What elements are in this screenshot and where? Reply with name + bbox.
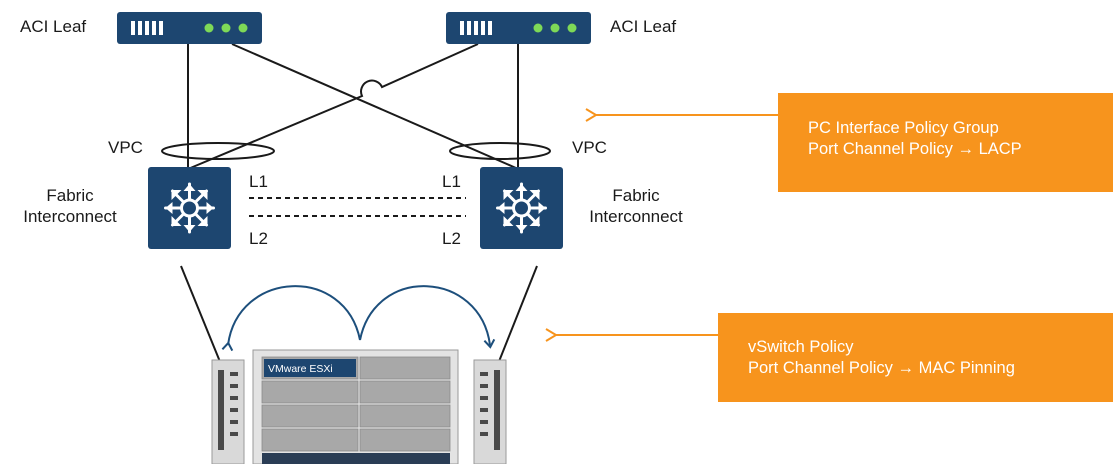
link-l1-right-label: L1 <box>442 172 461 191</box>
fi-left-line2: Interconnect <box>23 207 117 226</box>
fi-right-line2: Interconnect <box>589 207 683 226</box>
vpc-ellipse-right <box>449 142 551 160</box>
vpc-ellipse-left <box>161 142 275 160</box>
server-chassis <box>211 349 507 464</box>
fi-left-line1: Fabric <box>46 186 94 205</box>
fabric-interconnect-label-right: Fabric Interconnect <box>568 185 704 227</box>
vpc-label-left: VPC <box>108 138 143 157</box>
fabric-interconnect-left <box>148 167 231 249</box>
fabric-interconnect-label-left: Fabric Interconnect <box>2 185 138 227</box>
downlink-right <box>493 265 538 375</box>
pinning-arc-left <box>221 285 361 352</box>
link-l2-right-label: L2 <box>442 229 461 248</box>
callout-pc-policy: PC Interface Policy Group Port Channel P… <box>778 93 1113 192</box>
server-label: VMware ESXi <box>268 363 333 375</box>
fabric-interconnect-right <box>480 167 563 249</box>
link-l2-left-label: L2 <box>249 229 268 248</box>
callout-vswitch-line1: vSwitch Policy <box>748 338 854 356</box>
callout-pc-line1: PC Interface Policy Group <box>808 119 999 137</box>
fi-right-line1: Fabric <box>612 186 660 205</box>
leaf-label-right: ACI Leaf <box>610 17 677 36</box>
callout-vswitch-line2: Port Channel Policy → MAC Pinning <box>748 359 1015 377</box>
callout-pc-line2: Port Channel Policy → LACP <box>808 140 1022 158</box>
vpc-label-right: VPC <box>572 138 607 157</box>
leaf-label-left: ACI Leaf <box>20 17 87 36</box>
link-l1-left-label: L1 <box>249 172 268 191</box>
downlink-left <box>180 265 226 375</box>
pinning-arc-right <box>359 285 496 349</box>
aci-leaf-left <box>117 12 262 44</box>
uplink-lines <box>187 43 519 170</box>
aci-leaf-right <box>446 12 591 44</box>
callout-vswitch-policy: vSwitch Policy Port Channel Policy → MAC… <box>718 313 1113 402</box>
